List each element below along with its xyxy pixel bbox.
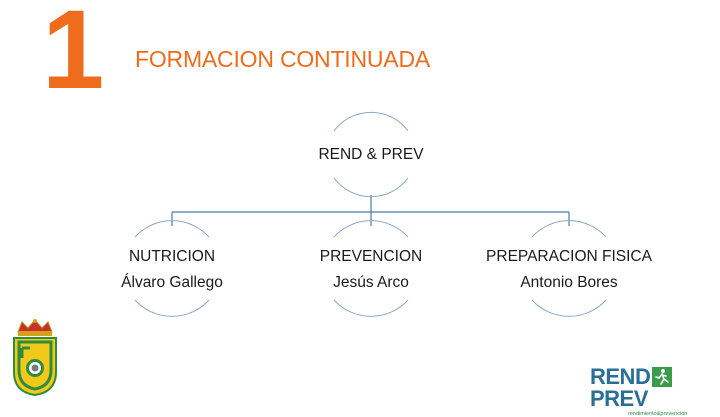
logo-tagline: rendimiento&prevención: [628, 411, 688, 417]
child-node-outline-right: [531, 220, 607, 317]
child-node-preparacion-fisica: PREPARACION FISICA Antonio Bores: [479, 244, 659, 296]
child-node-outline-center: [333, 220, 409, 317]
child-node-title: PREVENCION: [319, 248, 423, 265]
child-node-outline-left: [134, 220, 210, 317]
child-node-title: NUTRICION: [128, 248, 216, 265]
child-node-title: PREPARACION FISICA: [486, 248, 652, 265]
slide-title: FORMACION CONTINUADA: [135, 46, 431, 72]
runner-icon: [652, 367, 673, 387]
org-chart: [134, 111, 607, 317]
child-node-person: Antonio Bores: [520, 274, 618, 291]
root-node-outline: [333, 111, 409, 198]
slide-number: 1: [42, 0, 105, 112]
rendprev-logo: RENDPREV rendimiento&prevención: [590, 366, 720, 417]
federation-crest-icon: [13, 319, 57, 396]
logo-text-right: PREV: [590, 386, 648, 411]
root-node-label: REND & PREV: [318, 146, 424, 163]
child-node-person: Álvaro Gallego: [121, 274, 223, 291]
logo-text-left: REND: [590, 364, 651, 389]
connector-lines: [171, 195, 570, 226]
child-node-prevencion: PREVENCION Jesús Arco: [291, 244, 451, 296]
child-node-person: Jesús Arco: [333, 274, 409, 291]
child-node-nutricion: NUTRICION Álvaro Gallego: [92, 244, 252, 296]
